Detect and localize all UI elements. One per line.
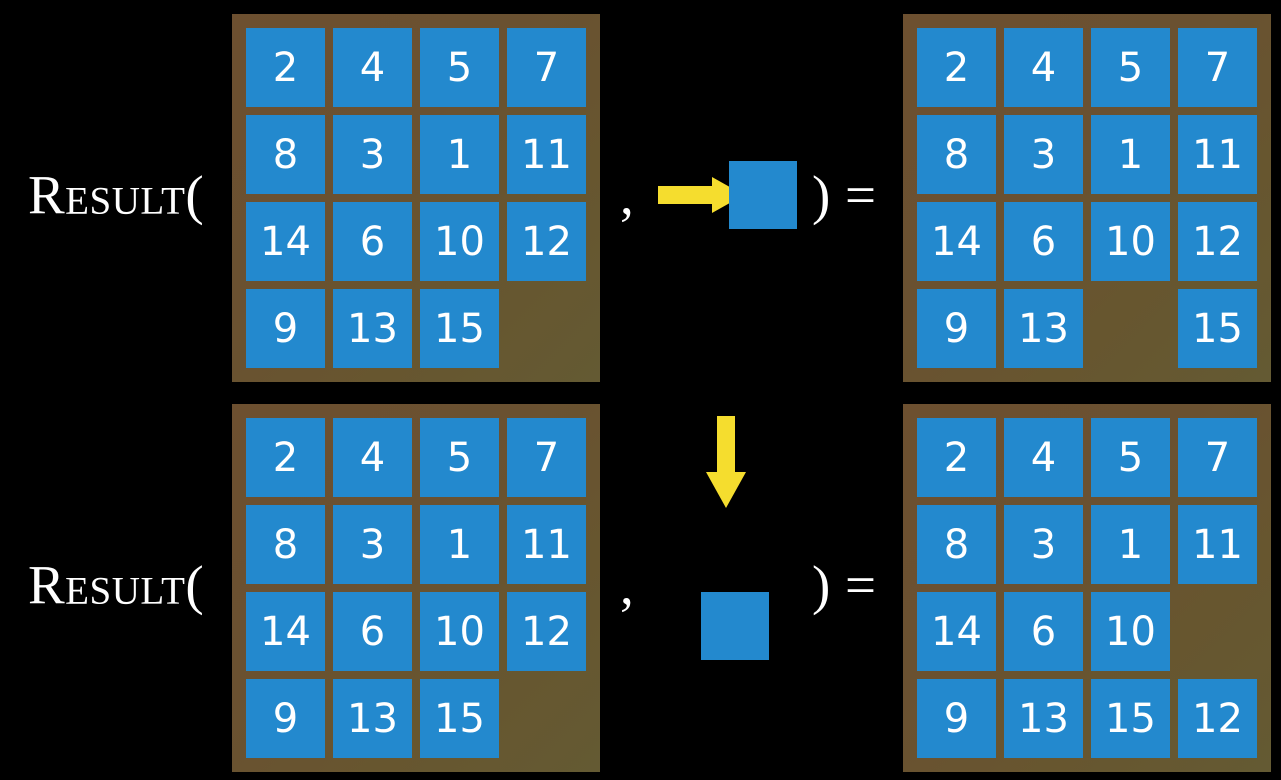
- puzzle-tile[interactable]: 14: [246, 592, 325, 671]
- arrow-down-icon: [706, 416, 746, 508]
- puzzle-tile[interactable]: 15: [420, 679, 499, 758]
- puzzle-tile[interactable]: 7: [507, 418, 586, 497]
- action-tile-square-row-2: [701, 592, 769, 660]
- puzzle-tile[interactable]: 8: [917, 115, 996, 194]
- puzzle-tile[interactable]: 10: [1091, 592, 1170, 671]
- puzzle-tile[interactable]: 13: [333, 679, 412, 758]
- equals-sign-row-2: =: [845, 554, 877, 616]
- closing-paren-row-1: ): [812, 164, 831, 226]
- puzzle-tile[interactable]: 6: [333, 592, 412, 671]
- puzzle-tile[interactable]: 6: [333, 202, 412, 281]
- puzzle-tile[interactable]: 13: [1004, 289, 1083, 368]
- puzzle-tile[interactable]: 12: [1178, 679, 1257, 758]
- puzzle-tile[interactable]: 12: [507, 592, 586, 671]
- puzzle-tile[interactable]: 11: [507, 505, 586, 584]
- puzzle-tile[interactable]: 12: [1178, 202, 1257, 281]
- puzzle-tile[interactable]: 8: [246, 505, 325, 584]
- equals-sign-row-1: =: [845, 164, 877, 226]
- puzzle-tile[interactable]: 15: [1178, 289, 1257, 368]
- puzzle-tile[interactable]: 1: [420, 505, 499, 584]
- puzzle-tile[interactable]: 10: [420, 202, 499, 281]
- puzzle-tile[interactable]: 11: [1178, 115, 1257, 194]
- puzzle-tile[interactable]: 2: [246, 418, 325, 497]
- result-function-label-row-2: Result(: [28, 554, 205, 616]
- puzzle-tile[interactable]: 5: [420, 28, 499, 107]
- puzzle-tile[interactable]: 11: [507, 115, 586, 194]
- puzzle-empty-cell: [507, 289, 586, 368]
- puzzle-tile[interactable]: 1: [1091, 505, 1170, 584]
- puzzle-tile[interactable]: 4: [1004, 28, 1083, 107]
- puzzle-empty-cell: [507, 679, 586, 758]
- puzzle-tile[interactable]: 10: [420, 592, 499, 671]
- puzzle-tile[interactable]: 9: [246, 679, 325, 758]
- puzzle-tile[interactable]: 6: [1004, 592, 1083, 671]
- argument-separator-comma-row-1: ,: [620, 164, 634, 226]
- action-illustration-slide-down: [655, 390, 805, 780]
- puzzle-tile[interactable]: 9: [917, 679, 996, 758]
- puzzle-tile[interactable]: 7: [507, 28, 586, 107]
- action-tile-square-row-1: [729, 161, 797, 229]
- puzzle-tile[interactable]: 8: [246, 115, 325, 194]
- puzzle-tile[interactable]: 5: [420, 418, 499, 497]
- arrow-right-shaft: [658, 186, 716, 204]
- puzzle-tile[interactable]: 7: [1178, 28, 1257, 107]
- puzzle-tile[interactable]: 3: [1004, 115, 1083, 194]
- puzzle-tile[interactable]: 5: [1091, 28, 1170, 107]
- puzzle-tile[interactable]: 13: [333, 289, 412, 368]
- puzzle-tile[interactable]: 3: [333, 505, 412, 584]
- puzzle-tile[interactable]: 4: [1004, 418, 1083, 497]
- puzzle-tile[interactable]: 4: [333, 28, 412, 107]
- puzzle-tile[interactable]: 15: [420, 289, 499, 368]
- result-function-label-row-1: Result(: [28, 164, 205, 226]
- puzzle-tile[interactable]: 4: [333, 418, 412, 497]
- arrow-down-shaft: [717, 416, 735, 476]
- puzzle-tile[interactable]: 2: [917, 28, 996, 107]
- puzzle-tile[interactable]: 8: [917, 505, 996, 584]
- puzzle-tile[interactable]: 2: [917, 418, 996, 497]
- arrow-down-head: [706, 472, 746, 508]
- puzzle-tile[interactable]: 3: [333, 115, 412, 194]
- puzzle-tile[interactable]: 9: [246, 289, 325, 368]
- argument-separator-comma-row-2: ,: [620, 554, 634, 616]
- puzzle-tile[interactable]: 11: [1178, 505, 1257, 584]
- puzzle-tile[interactable]: 5: [1091, 418, 1170, 497]
- puzzle-tile[interactable]: 14: [246, 202, 325, 281]
- puzzle-tile[interactable]: 15: [1091, 679, 1170, 758]
- action-illustration-slide-right: [655, 0, 805, 390]
- puzzle-tile[interactable]: 10: [1091, 202, 1170, 281]
- puzzle-tile[interactable]: 3: [1004, 505, 1083, 584]
- puzzle-empty-cell: [1091, 289, 1170, 368]
- closing-paren-row-2: ): [812, 554, 831, 616]
- puzzle-tile[interactable]: 14: [917, 592, 996, 671]
- puzzle-tile[interactable]: 13: [1004, 679, 1083, 758]
- puzzle-tile[interactable]: 7: [1178, 418, 1257, 497]
- puzzle-tile[interactable]: 12: [507, 202, 586, 281]
- puzzle-tile[interactable]: 9: [917, 289, 996, 368]
- puzzle-empty-cell: [1178, 592, 1257, 671]
- puzzle-tile[interactable]: 6: [1004, 202, 1083, 281]
- puzzle-tile[interactable]: 1: [1091, 115, 1170, 194]
- puzzle-tile[interactable]: 14: [917, 202, 996, 281]
- puzzle-tile[interactable]: 1: [420, 115, 499, 194]
- puzzle-tile[interactable]: 2: [246, 28, 325, 107]
